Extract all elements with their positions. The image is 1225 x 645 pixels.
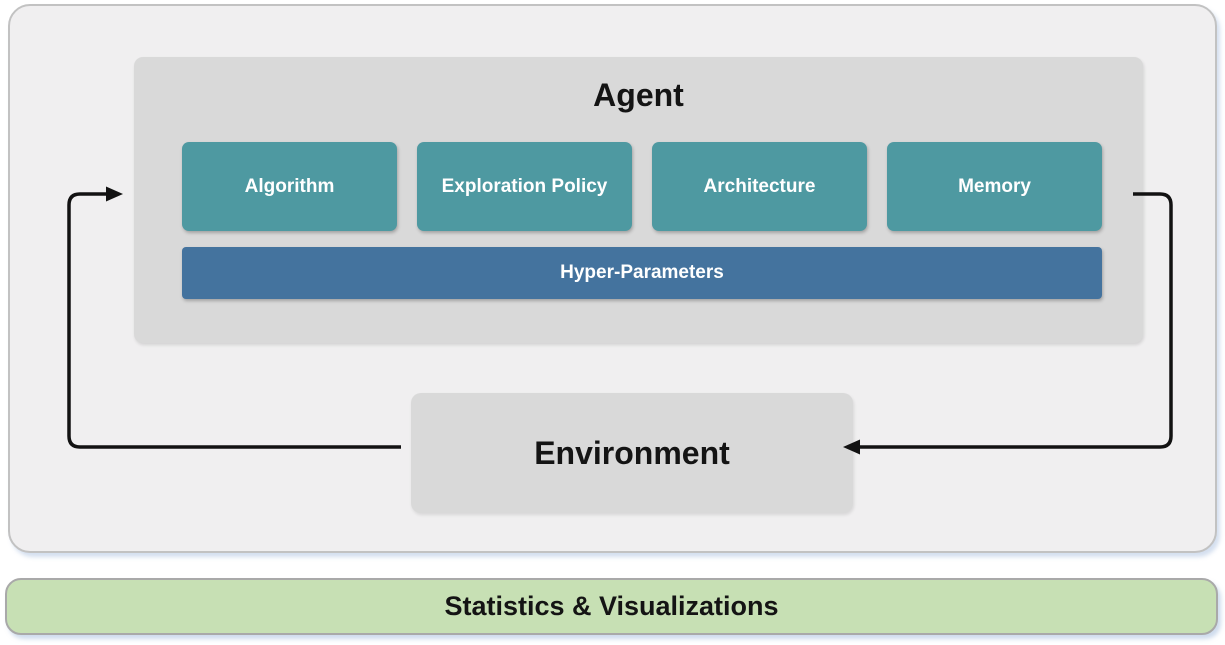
agent-title: Agent	[593, 77, 684, 113]
algorithm-box: Algorithm	[182, 142, 397, 231]
agent-components-row: Algorithm Exploration Policy Architectur…	[182, 142, 1102, 231]
statistics-visualizations-bar: Statistics & Visualizations	[5, 578, 1218, 635]
hyper-parameters-box: Hyper-Parameters	[182, 247, 1102, 299]
interaction-loop-panel: Agent Algorithm Exploration Policy Archi…	[8, 4, 1217, 553]
exploration-policy-box: Exploration Policy	[417, 142, 632, 231]
statistics-visualizations-label: Statistics & Visualizations	[444, 591, 779, 621]
memory-box: Memory	[887, 142, 1102, 231]
architecture-box: Architecture	[652, 142, 867, 231]
environment-title: Environment	[534, 434, 730, 471]
agent-box: Agent Algorithm Exploration Policy Archi…	[134, 57, 1143, 343]
environment-box: Environment	[411, 393, 853, 513]
